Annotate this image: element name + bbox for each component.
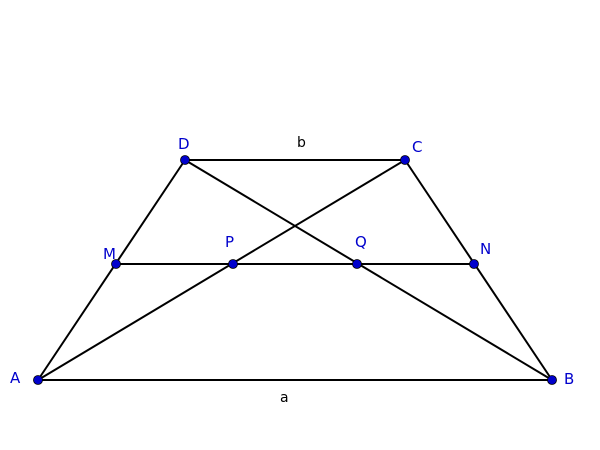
point-n (469, 259, 479, 269)
label-n: N (480, 240, 491, 258)
point-m (111, 259, 121, 269)
point-p (228, 259, 238, 269)
point-q (352, 259, 362, 269)
segment-bc (404, 159, 553, 381)
segment-ad (37, 159, 186, 381)
label-c: C (412, 138, 422, 156)
label-segment-dc: b (297, 135, 306, 151)
label-m: M (103, 245, 116, 263)
label-p: P (225, 233, 234, 251)
label-a: A (10, 369, 21, 387)
segment-bd (184, 159, 553, 381)
label-q: Q (355, 233, 367, 251)
label-segment-ab: a (280, 390, 289, 406)
segment-ac (37, 159, 406, 381)
point-a (33, 375, 43, 385)
label-d: D (178, 135, 190, 153)
label-b: B (564, 370, 574, 388)
point-d (180, 155, 190, 165)
point-c (400, 155, 410, 165)
point-b (547, 375, 557, 385)
